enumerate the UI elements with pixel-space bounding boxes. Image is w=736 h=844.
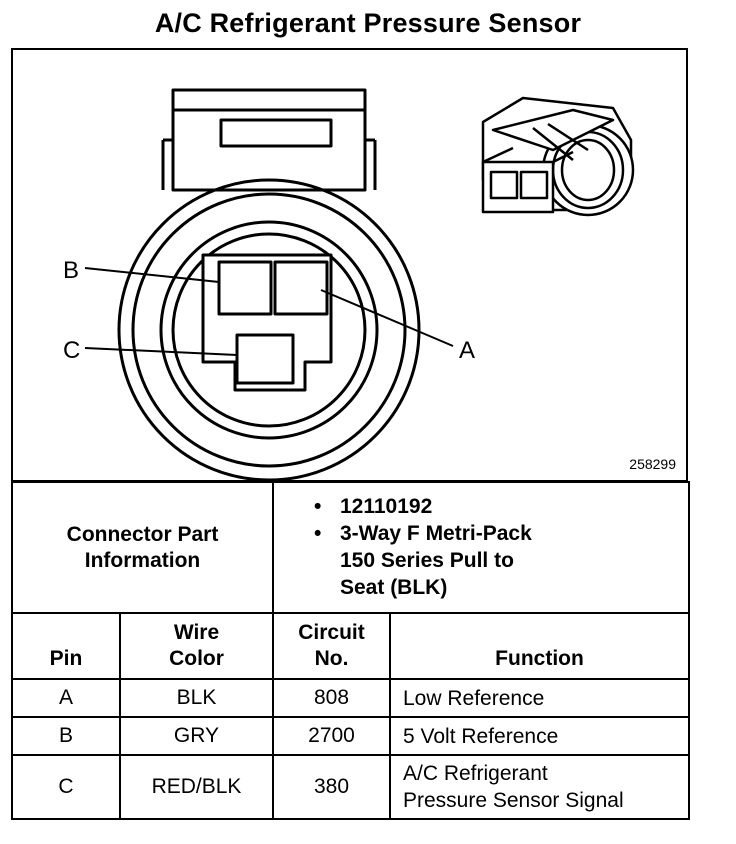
- leader-line-c: [84, 347, 238, 356]
- figure-id: 258299: [629, 456, 676, 472]
- terminal-face: [201, 253, 333, 392]
- table-row: A BLK 808 Low Reference: [11, 678, 690, 718]
- cell-circuit: 808: [272, 678, 391, 718]
- leader-line-a: [320, 289, 454, 347]
- cell-pin: C: [11, 754, 121, 820]
- connector-part-info-list: 12110192 3-Way F Metri-Pack 150 Series P…: [272, 481, 690, 614]
- header-function: Function: [389, 612, 690, 680]
- pin-label-c: C: [63, 337, 80, 364]
- cell-circuit: 380: [272, 754, 391, 820]
- page-title: A/C Refrigerant Pressure Sensor: [154, 8, 582, 38]
- header-pin: Pin: [11, 612, 121, 680]
- cavity-c: [235, 333, 295, 385]
- cavity-b: [217, 260, 273, 316]
- cell-function: 5 Volt Reference: [389, 716, 690, 756]
- connector-diagram-panel: B C A 258299: [11, 48, 688, 482]
- pin-label-b: B: [63, 257, 79, 284]
- cell-pin: B: [11, 716, 121, 756]
- connector-perspective-illustration: [481, 96, 635, 217]
- part-number-item: 12110192: [314, 493, 688, 520]
- connector-body-outer-ring: [117, 178, 421, 480]
- cell-function: Low Reference: [389, 678, 690, 718]
- pin-label-a: A: [459, 337, 475, 364]
- connector-diagram: B C A: [63, 88, 635, 480]
- cell-wire-color: BLK: [119, 678, 274, 718]
- table-row: C RED/BLK 380 A/C Refrigerant Pressure S…: [11, 754, 690, 820]
- cell-function: A/C Refrigerant Pressure Sensor Signal: [389, 754, 690, 820]
- leader-line-b: [84, 267, 220, 283]
- connector-type-item: 3-Way F Metri-Pack 150 Series Pull to Se…: [314, 520, 688, 601]
- cell-wire-color: RED/BLK: [119, 754, 274, 820]
- cavity-a: [273, 260, 329, 316]
- table-row: B GRY 2700 5 Volt Reference: [11, 716, 690, 756]
- connector-latch-housing: [171, 88, 367, 192]
- connector-body-inner-ring: [159, 220, 379, 440]
- cell-wire-color: GRY: [119, 716, 274, 756]
- cell-pin: A: [11, 678, 121, 718]
- latch-window: [219, 118, 333, 148]
- connector-part-info-table: Connector Part Information 12110192 3-Wa…: [11, 481, 690, 614]
- cell-circuit: 2700: [272, 716, 391, 756]
- connector-part-info-label: Connector Part Information: [11, 481, 274, 614]
